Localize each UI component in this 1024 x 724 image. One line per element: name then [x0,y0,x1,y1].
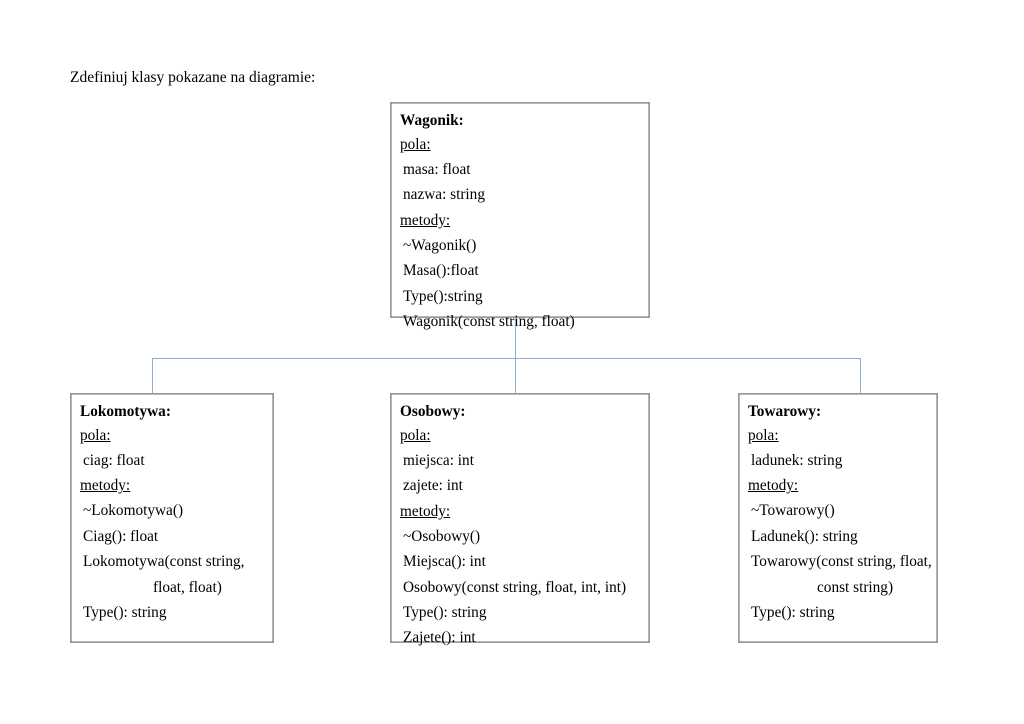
method-item: Type(): string [83,604,167,622]
fields-label-text: pola: [80,427,111,444]
fields-section-label-wagonik: pola: [391,132,649,157]
methods-label-text: metody: [400,502,451,520]
method-item-continuation: float, float) [153,578,222,596]
methods-section-label-towarowy: metody: [739,473,937,498]
class-box-towarowy[interactable]: Towarowy: pola: ladunek: string metody: … [738,393,938,643]
method-item: ~Osobowy() [403,527,481,545]
class-name-osobowy: Osobowy: [400,403,466,420]
methods-label-text: metody: [400,211,451,229]
class-name-lokomotywa: Lokomotywa: [80,403,171,420]
class-box-lokomotywa[interactable]: Lokomotywa: pola: ciag: float metody: ~L… [70,393,274,643]
connector-horizontal-bus [152,358,861,359]
fields-label-text: pola: [748,427,779,444]
connector-drop-towarowy [860,358,861,393]
method-item: Wagonik(const string, float) [403,313,575,331]
field-item: nazwa: string [403,186,485,204]
methods-section-label-lokomotywa: metody: [71,473,273,498]
method-item: Osobowy(const string, float, int, int) [403,578,627,596]
method-item: ~Wagonik() [403,236,477,254]
methods-label-text: metody: [748,477,799,495]
fields-section-label-lokomotywa: pola: [71,423,273,448]
method-item: Type():string [403,287,483,305]
method-item: Masa():float [403,262,479,280]
fields-section-label-towarowy: pola: [739,423,937,448]
method-item: Zajete(): int [403,629,476,647]
field-item: zajete: int [403,477,463,495]
method-item: Ladunek(): string [751,527,858,545]
field-item: ladunek: string [751,452,843,469]
method-item: Ciag(): float [83,527,159,545]
method-item: Lokomotywa(const string, [83,553,245,571]
methods-section-label-wagonik: metody: [391,208,649,233]
field-item: ciag: float [83,452,145,469]
fields-section-label-osobowy: pola: [391,423,649,448]
method-item: Towarowy(const string, float, [751,553,932,571]
class-box-wagonik[interactable]: Wagonik: pola: masa: float nazwa: string… [390,102,650,330]
field-item: miejsca: int [403,452,474,469]
class-name-towarowy: Towarowy: [748,403,822,420]
method-item: ~Towarowy() [751,502,835,520]
method-item: Type(): string [403,604,487,622]
method-item: ~Lokomotywa() [83,502,184,520]
class-box-osobowy[interactable]: Osobowy: pola: miejsca: int zajete: int … [390,393,650,646]
fields-label-text: pola: [400,427,431,444]
methods-section-label-osobowy: metody: [391,499,649,524]
connector-drop-lokomotywa [152,358,153,393]
method-item: Miejsca(): int [403,553,486,571]
page-title: Zdefiniuj klasy pokazane na diagramie: [70,69,316,86]
methods-label-text: metody: [80,477,131,495]
field-item: masa: float [403,161,471,178]
method-item-continuation: const string) [817,578,894,596]
fields-label-text: pola: [400,136,431,153]
class-name-wagonik: Wagonik: [400,112,464,129]
method-item: Type(): string [751,604,835,622]
connector-parent-stem [515,318,516,393]
